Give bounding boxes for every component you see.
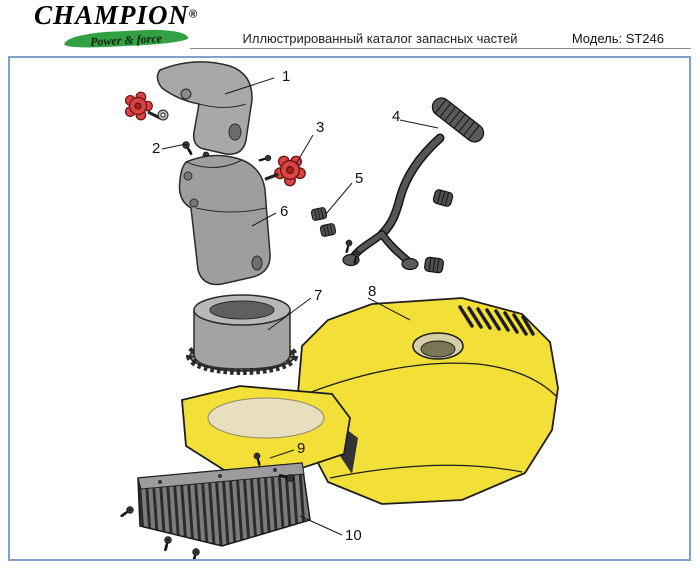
champion-logo: CHAMPION® (34, 1, 197, 29)
part-chute-control-lever (342, 97, 485, 271)
diagram-frame: 1 2 3 4 5 6 7 8 9 10 (8, 56, 691, 561)
header-divider (190, 48, 691, 49)
part-middle-chute (178, 154, 271, 286)
vent-ribs (458, 305, 535, 336)
model-label: Модель: ST246 (571, 31, 664, 46)
callout-10: 10 (345, 527, 362, 544)
registered-mark: ® (189, 8, 198, 21)
screw-icon (186, 546, 204, 559)
callout-leader-lines (161, 77, 439, 536)
screw-icon (158, 534, 176, 553)
bushing-icon (431, 188, 455, 208)
callout-5: 5 (355, 170, 363, 187)
bushing-icon (423, 256, 445, 274)
callout-4: 4 (392, 108, 400, 125)
part-upper-chute-deflector (156, 61, 253, 155)
callout-2: 2 (152, 140, 160, 157)
exploded-parts-diagram: 1 2 3 4 5 6 7 8 9 10 (119, 61, 559, 559)
part-yellow-cover (297, 297, 559, 505)
callout-8: 8 (368, 283, 376, 300)
callout-1: 1 (282, 68, 290, 85)
brand-name: CHAMPION (34, 0, 190, 30)
callout-3: 3 (316, 119, 324, 136)
callout-numbers: 1 2 3 4 5 6 7 8 9 10 (152, 68, 400, 544)
brand-tagline-text: Power & force (89, 31, 163, 49)
part-spacers (310, 206, 365, 265)
callout-6: 6 (280, 203, 288, 220)
screw-icon (119, 504, 135, 520)
part-red-knob-left (124, 91, 161, 121)
screw-icon (257, 151, 273, 167)
page-title: Иллюстрированный каталог запасных частей (242, 31, 518, 46)
callout-9: 9 (297, 440, 305, 457)
brand-tagline-ribbon: Power & force (63, 27, 189, 50)
callout-7: 7 (314, 287, 322, 304)
screw-icon (179, 139, 196, 156)
part-chute-base-gear-ring (186, 294, 298, 375)
washer-icon (157, 109, 169, 121)
part-yellow-apron (181, 385, 351, 471)
part-red-knob-right (264, 150, 311, 190)
part-bottom-grille (137, 462, 311, 547)
